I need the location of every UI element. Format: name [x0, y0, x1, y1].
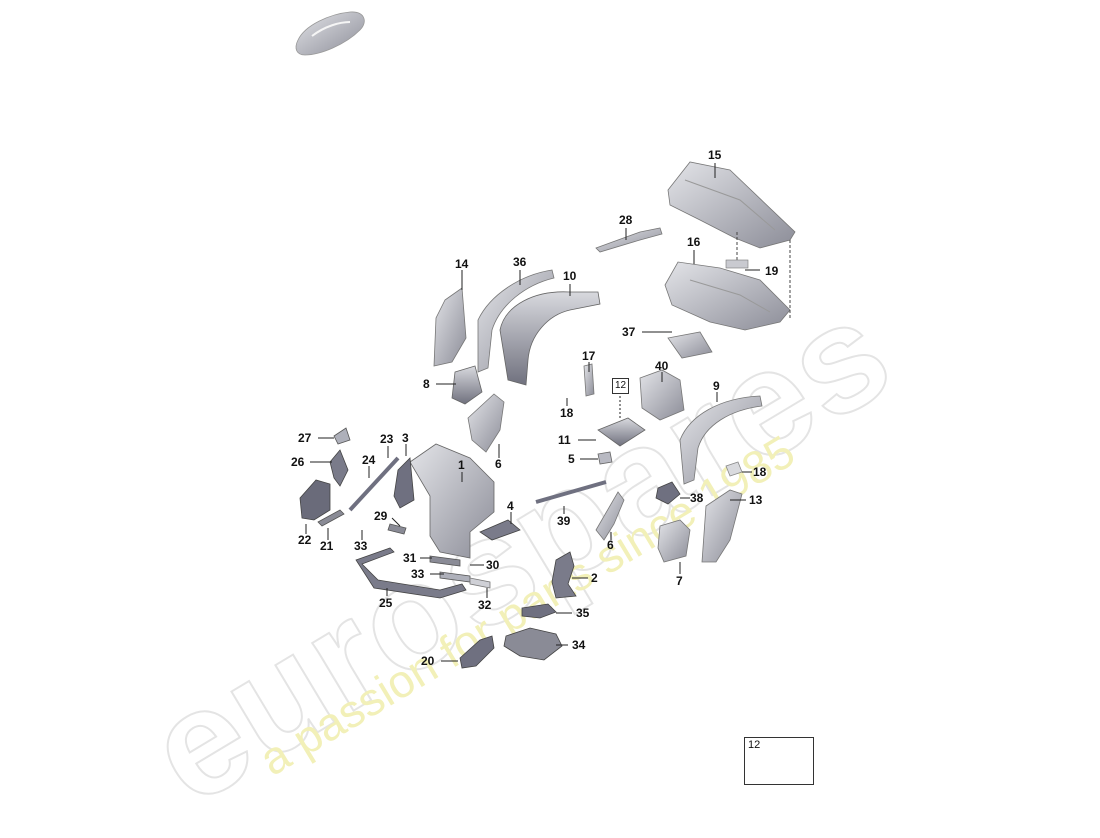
callout-32[interactable]: 32 — [478, 598, 492, 612]
part-4-shape — [479, 519, 521, 541]
inset-detail-box: 12 — [744, 737, 814, 785]
part-36-shape — [477, 269, 555, 373]
part-16-shape — [664, 232, 791, 331]
callout-23[interactable]: 23 — [380, 432, 394, 446]
callout-18-lower[interactable]: 18 — [753, 465, 767, 479]
part-15-shape — [667, 161, 796, 249]
part-6b-shape — [595, 491, 625, 541]
callout-20[interactable]: 20 — [421, 654, 435, 668]
callout-39[interactable]: 39 — [557, 514, 571, 528]
callout-31[interactable]: 31 — [403, 551, 417, 565]
callout-5[interactable]: 5 — [568, 452, 575, 466]
callout-19[interactable]: 19 — [765, 264, 779, 278]
callout-11[interactable]: 11 — [558, 433, 571, 447]
callout-12-boxed[interactable]: 12 — [612, 378, 630, 394]
part-39-shape — [535, 480, 607, 504]
part-8-shape — [451, 365, 483, 405]
callout-8[interactable]: 8 — [423, 377, 430, 391]
callout-18-upper[interactable]: 18 — [560, 406, 574, 420]
inset-label: 12 — [748, 739, 761, 751]
callout-10[interactable]: 10 — [563, 269, 577, 283]
callout-16[interactable]: 16 — [687, 235, 701, 249]
part-37-shape — [667, 331, 713, 359]
callout-29[interactable]: 29 — [374, 509, 388, 523]
callout-1[interactable]: 1 — [458, 458, 465, 472]
callout-6-upper[interactable]: 6 — [495, 457, 502, 471]
part-9-shape — [679, 395, 763, 485]
part-35-shape — [521, 603, 557, 619]
callout-3[interactable]: 3 — [402, 431, 409, 445]
callout-34[interactable]: 34 — [572, 638, 586, 652]
callout-6-lower[interactable]: 6 — [607, 538, 614, 552]
part-10-shape — [499, 291, 601, 386]
callout-14[interactable]: 14 — [455, 257, 469, 271]
part-40-shape — [639, 369, 685, 421]
part-38-shape — [655, 481, 681, 505]
part-22-shape — [299, 479, 331, 521]
callout-38[interactable]: 38 — [690, 491, 704, 505]
callout-24[interactable]: 24 — [362, 453, 376, 467]
callout-28[interactable]: 28 — [619, 213, 633, 227]
callout-21[interactable]: 21 — [320, 539, 334, 553]
part-5-shape — [597, 451, 613, 465]
part-1-shape — [409, 443, 495, 559]
leader-lines — [305, 163, 760, 662]
part-3-shape — [393, 457, 415, 509]
part-7-shape — [657, 519, 691, 563]
callout-4[interactable]: 4 — [507, 499, 514, 513]
part-23-24-shape — [348, 456, 400, 512]
callout-2[interactable]: 2 — [591, 571, 598, 585]
part-14-shape — [433, 287, 467, 367]
callout-27[interactable]: 27 — [298, 431, 312, 445]
callout-30[interactable]: 30 — [486, 558, 500, 572]
callout-33-lower[interactable]: 33 — [411, 567, 425, 581]
callout-25[interactable]: 25 — [379, 596, 393, 610]
part-6a-shape — [467, 393, 505, 453]
callout-22[interactable]: 22 — [298, 533, 312, 547]
part-18b-shape — [725, 461, 743, 477]
callout-35[interactable]: 35 — [576, 606, 590, 620]
part-20-shape — [459, 635, 495, 669]
part-28-shape — [595, 227, 663, 253]
callout-37[interactable]: 37 — [622, 325, 636, 339]
callout-40[interactable]: 40 — [655, 359, 669, 373]
parts-diagram: eurospares a passion for parts since 198… — [120, 11, 919, 837]
part-27-26-shape — [329, 427, 351, 487]
part-21-shape — [317, 509, 345, 527]
callout-26[interactable]: 26 — [291, 455, 305, 469]
callout-7[interactable]: 7 — [676, 574, 683, 588]
part-30-31-33-shape — [429, 555, 491, 589]
part-25-shape — [355, 547, 467, 599]
callout-13[interactable]: 13 — [749, 493, 763, 507]
callout-36[interactable]: 36 — [513, 255, 527, 269]
part-29-shape — [387, 523, 407, 535]
vehicle-thumbnail — [295, 11, 365, 56]
callout-17[interactable]: 17 — [582, 349, 596, 363]
part-11-shape — [597, 417, 646, 447]
part-34-shape — [503, 627, 563, 661]
part-2-shape — [551, 551, 577, 599]
callout-33-upper[interactable]: 33 — [354, 539, 368, 553]
callout-15[interactable]: 15 — [708, 148, 722, 162]
callout-9[interactable]: 9 — [713, 379, 720, 393]
part-13-shape — [701, 489, 743, 563]
exploded-parts-drawing — [295, 11, 800, 777]
